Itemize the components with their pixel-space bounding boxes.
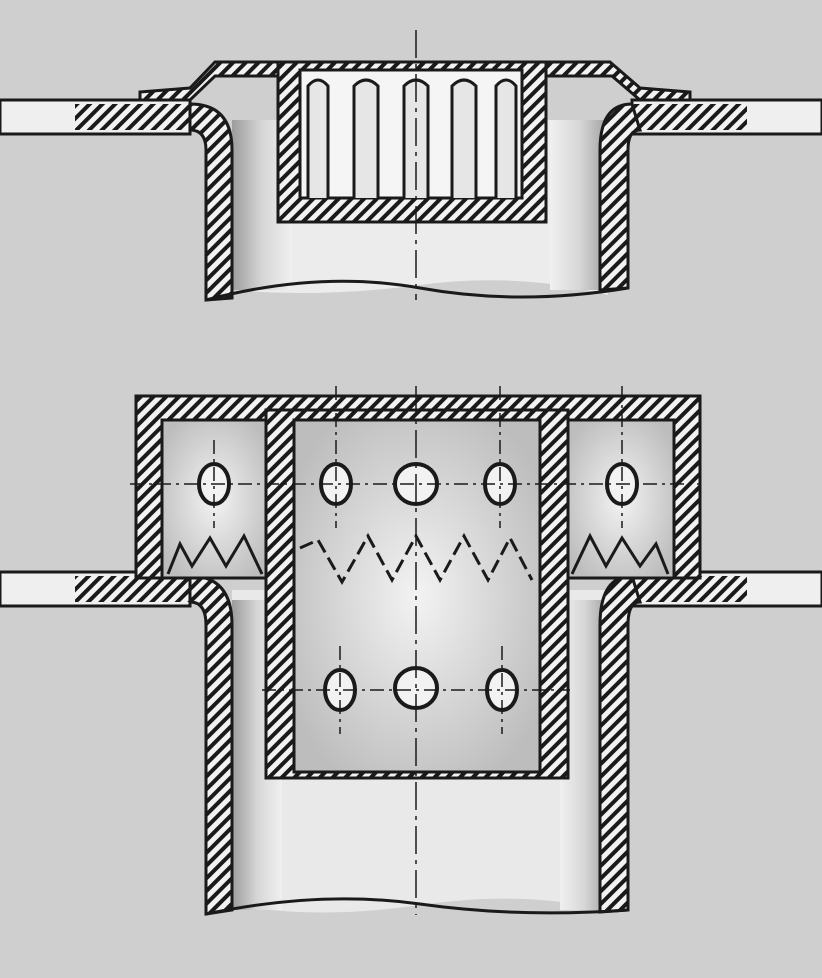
flange-wall-left-bottom xyxy=(188,574,234,916)
bottom-view xyxy=(0,386,822,916)
zigzag-right xyxy=(570,532,670,575)
flange-wall-right-bottom xyxy=(598,574,643,914)
flange-wall-left-top xyxy=(188,102,234,302)
hole-centerlines xyxy=(130,386,700,734)
slots-top xyxy=(306,78,518,198)
top-view xyxy=(0,30,822,302)
zigzag-left xyxy=(166,532,264,575)
break-line-bottom xyxy=(205,897,629,916)
flange-wall-right-top xyxy=(598,102,643,292)
break-line-top xyxy=(205,279,629,302)
